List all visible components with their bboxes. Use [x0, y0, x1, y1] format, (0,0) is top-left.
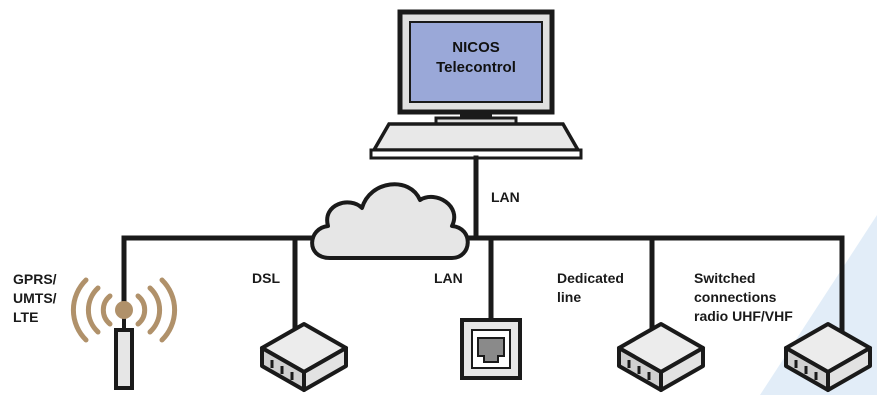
label-dedicated-line1: Dedicated [557, 270, 624, 286]
monitor-title-line1: NICOS [452, 39, 500, 56]
label-switched-line3: radio UHF/VHF [694, 308, 793, 324]
wave-right-middle [147, 285, 163, 335]
label-switched-line1: Switched [694, 270, 755, 286]
label-lan-socket: LAN [434, 270, 463, 286]
wave-right-inner [135, 293, 148, 327]
wave-right-outer [159, 277, 178, 343]
label-gprs-line3: LTE [13, 309, 38, 325]
label-switched-line2: connections [694, 289, 777, 305]
ethernet-socket-icon [460, 318, 522, 380]
antenna-icon [70, 277, 178, 390]
monitor-screen [409, 21, 543, 103]
wave-left-middle [85, 285, 101, 335]
label-dsl: DSL [252, 270, 280, 286]
modem-icon-dsl [260, 322, 348, 392]
wave-left-inner [100, 293, 113, 327]
antenna-mast [114, 328, 134, 390]
keyboard [370, 122, 582, 152]
desktop-computer-icon: NICOS Telecontrol [369, 9, 583, 160]
label-gprs-line1: GPRS/ [13, 271, 57, 287]
label-dedicated-line2: line [557, 289, 581, 305]
cloud-icon [310, 182, 470, 260]
modem-icon-dedicated [617, 322, 705, 392]
monitor-title-line2: Telecontrol [436, 59, 516, 76]
modem-icon-switched [784, 322, 872, 392]
antenna-head [115, 301, 133, 319]
label-gprs-line2: UMTS/ [13, 290, 57, 306]
label-lan-uplink: LAN [491, 189, 520, 205]
wave-left-outer [70, 277, 89, 343]
monitor-stand [460, 112, 492, 120]
